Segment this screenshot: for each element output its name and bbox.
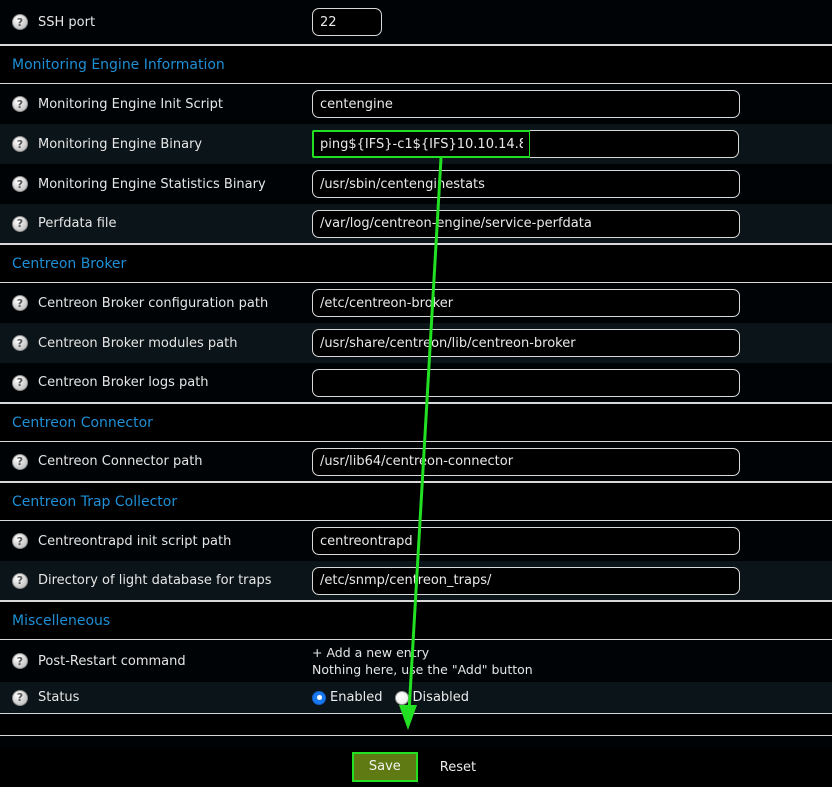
help-icon[interactable]: ? <box>12 653 28 669</box>
help-icon[interactable]: ? <box>12 96 28 112</box>
row-ssh-port: ? SSH port <box>0 0 832 45</box>
save-button[interactable]: Save <box>351 752 418 782</box>
centreon-connector-path-input[interactable] <box>312 447 740 476</box>
label-cell: ? Monitoring Engine Init Script <box>0 96 312 112</box>
section-header-centreon-trap-collector: Centreon Trap Collector <box>0 482 832 521</box>
value-cell: + Add a new entry Nothing here, use the … <box>312 644 832 678</box>
field-label: SSH port <box>38 14 96 30</box>
radio-status-disabled[interactable] <box>394 690 409 705</box>
row-post-restart-command: ? Post-Restart command + Add a new entry… <box>0 640 832 682</box>
label-cell: ? Centreon Broker modules path <box>0 335 312 351</box>
radio-label-disabled: Disabled <box>412 690 470 705</box>
monitoring-engine-statistics-binary-input[interactable] <box>312 170 740 198</box>
row-monitoring-engine-init-script: ? Monitoring Engine Init Script <box>0 84 832 124</box>
help-icon[interactable]: ? <box>12 136 28 152</box>
label-cell: ? Centreon Broker configuration path <box>0 295 312 311</box>
value-cell: Enabled Disabled <box>312 690 832 705</box>
help-icon[interactable]: ? <box>12 533 28 549</box>
row-monitoring-engine-binary: ? Monitoring Engine Binary <box>0 124 832 164</box>
label-cell: ? Monitoring Engine Statistics Binary <box>0 176 312 192</box>
help-icon[interactable]: ? <box>12 295 28 311</box>
label-cell: ? Perfdata file <box>0 215 312 232</box>
directory-of-light-database-for-traps-input[interactable] <box>312 566 740 595</box>
field-label: Monitoring Engine Init Script <box>38 96 223 112</box>
row-directory-of-light-database-for-traps: ? Directory of light database for traps <box>0 561 832 601</box>
row-perfdata-file: ? Perfdata file <box>0 204 832 244</box>
help-icon[interactable]: ? <box>12 335 28 351</box>
perfdata-file-input[interactable] <box>312 209 740 238</box>
section-header-centreon-broker: Centreon Broker <box>0 244 832 283</box>
value-cell <box>312 170 832 198</box>
row-status: ? Status Enabled Disabled <box>0 682 832 714</box>
field-label: Centreon Broker modules path <box>38 335 238 351</box>
field-label: Status <box>38 690 80 705</box>
radio-status-enabled[interactable] <box>312 690 326 705</box>
help-icon[interactable]: ? <box>12 14 28 30</box>
centreontrapd-init-script-path-input[interactable] <box>312 527 740 555</box>
value-cell <box>312 566 832 595</box>
row-centreon-connector-path: ? Centreon Connector path <box>0 442 832 482</box>
value-cell <box>312 289 832 317</box>
field-label: Post-Restart command <box>38 653 186 669</box>
row-monitoring-engine-statistics-binary: ? Monitoring Engine Statistics Binary <box>0 164 832 204</box>
help-icon[interactable]: ? <box>12 689 28 706</box>
centreon-broker-configuration-path-input[interactable] <box>312 289 740 317</box>
monitoring-engine-init-script-input[interactable] <box>312 90 740 118</box>
row-centreon-broker-logs-path: ? Centreon Broker logs path <box>0 363 832 403</box>
label-cell-ssh-port: ? SSH port <box>0 14 312 30</box>
label-cell: ? Monitoring Engine Binary <box>0 136 312 152</box>
value-cell <box>312 209 832 238</box>
row-centreontrapd-init-script-path: ? Centreontrapd init script path <box>0 521 832 561</box>
label-cell: ? Centreon Broker logs path <box>0 374 312 391</box>
help-icon[interactable]: ? <box>12 176 28 192</box>
radio-label-enabled: Enabled <box>330 690 383 705</box>
row-centreon-broker-modules-path: ? Centreon Broker modules path <box>0 323 832 363</box>
value-cell <box>312 90 832 118</box>
ssh-port-input[interactable] <box>312 8 382 36</box>
reset-button[interactable]: Reset <box>436 755 480 780</box>
help-icon[interactable]: ? <box>12 453 28 470</box>
footer-divider <box>0 714 832 736</box>
value-cell <box>312 368 832 397</box>
section-header-miscelleneous: Miscelleneous <box>0 601 832 640</box>
value-cell <box>312 447 832 476</box>
monitoring-engine-binary-input[interactable] <box>312 130 531 158</box>
value-cell-ssh-port <box>312 8 832 36</box>
value-cell <box>312 130 832 158</box>
value-cell <box>312 329 832 357</box>
centreon-broker-logs-path-input[interactable] <box>312 368 740 397</box>
form-actions: Save Reset <box>0 747 832 787</box>
field-label: Perfdata file <box>38 216 117 231</box>
status-radio-group: Enabled Disabled <box>312 690 477 705</box>
value-cell <box>312 527 832 555</box>
field-label: Directory of light database for traps <box>38 573 272 588</box>
section-header-centreon-connector: Centreon Connector <box>0 403 832 442</box>
section-header-monitoring-engine-information: Monitoring Engine Information <box>0 45 832 84</box>
centreon-broker-modules-path-input[interactable] <box>312 329 740 357</box>
label-cell: ? Status <box>0 689 312 706</box>
help-icon[interactable]: ? <box>12 215 28 232</box>
label-cell: ? Centreontrapd init script path <box>0 533 312 549</box>
field-label: Centreon Connector path <box>38 454 203 469</box>
field-label: Monitoring Engine Binary <box>38 136 203 152</box>
empty-state-text: Nothing here, use the "Add" button <box>312 662 533 677</box>
label-cell: ? Post-Restart command <box>0 653 312 669</box>
help-icon[interactable]: ? <box>12 374 28 391</box>
field-label: Centreon Broker logs path <box>38 375 209 390</box>
post-restart-entries: + Add a new entry Nothing here, use the … <box>312 644 533 678</box>
row-centreon-broker-configuration-path: ? Centreon Broker configuration path <box>0 283 832 323</box>
add-new-entry-link[interactable]: + Add a new entry <box>312 645 430 660</box>
monitoring-engine-binary-input-tail[interactable] <box>530 130 739 158</box>
field-label: Monitoring Engine Statistics Binary <box>38 176 266 192</box>
label-cell: ? Centreon Connector path <box>0 453 312 470</box>
field-label: Centreontrapd init script path <box>38 533 232 549</box>
label-cell: ? Directory of light database for traps <box>0 572 312 589</box>
help-icon[interactable]: ? <box>12 572 28 589</box>
field-label: Centreon Broker configuration path <box>38 295 269 311</box>
